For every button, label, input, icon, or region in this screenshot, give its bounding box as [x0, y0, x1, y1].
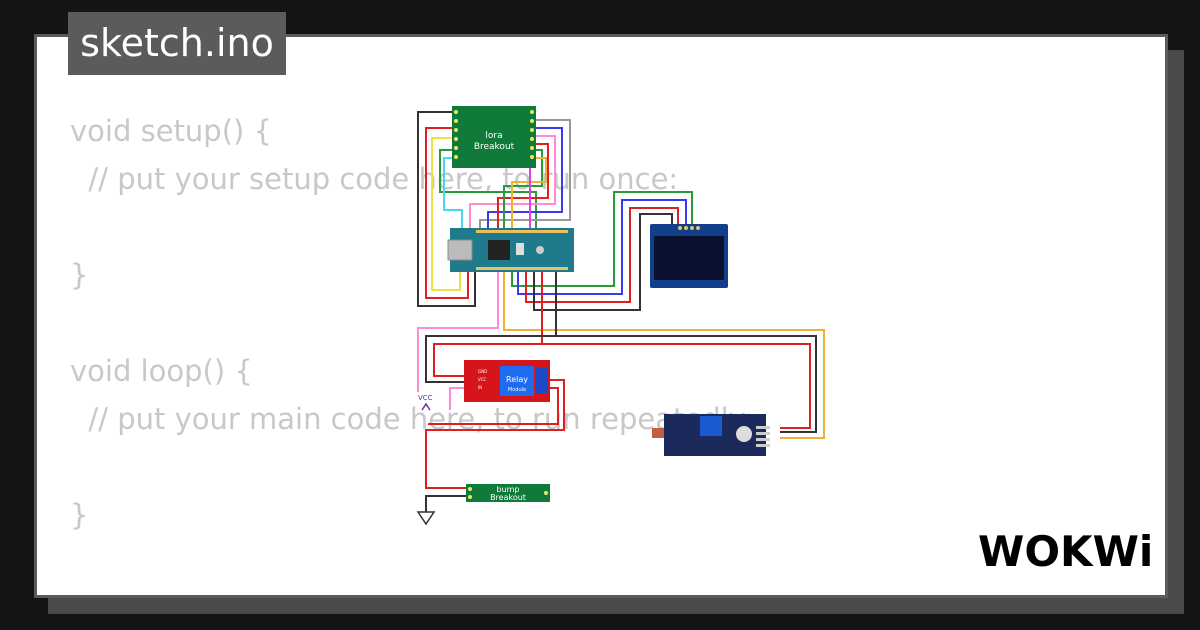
ground-symbol	[416, 511, 436, 526]
wire	[433, 343, 542, 377]
relay-label: Relay	[506, 375, 528, 384]
lora-label: lora	[485, 131, 502, 141]
wire	[425, 335, 556, 383]
bump-label: Breakout	[490, 493, 526, 502]
wire	[533, 213, 673, 311]
logo-text: WOKWi	[978, 528, 1150, 576]
wire	[469, 135, 556, 228]
wire	[425, 495, 466, 512]
bump-label: bump	[496, 485, 519, 494]
light-sensor-module[interactable]	[652, 414, 770, 456]
relay-pin-label: VCC	[478, 377, 487, 382]
vcc-label: VCC	[418, 394, 433, 402]
relay-pin-label: GND	[478, 369, 487, 374]
wire	[503, 272, 825, 439]
wire	[497, 143, 549, 228]
wire	[417, 111, 476, 307]
wire	[525, 207, 679, 303]
wire	[431, 137, 461, 291]
relay-label: Module	[508, 387, 526, 393]
wire	[479, 119, 571, 228]
file-tab[interactable]: sketch.ino	[68, 12, 286, 75]
wire	[428, 387, 559, 425]
wokwi-logo: WOKWi	[978, 528, 1150, 576]
vcc-symbol: VCC	[418, 394, 433, 411]
wire	[425, 379, 565, 489]
code-line: void loop() {	[70, 354, 253, 388]
wire	[443, 157, 463, 228]
wire	[555, 272, 817, 433]
wire	[449, 387, 464, 410]
wire	[511, 191, 693, 287]
lora-breakout[interactable]: lora Breakout	[452, 106, 536, 168]
oled-display[interactable]	[650, 224, 728, 288]
wire	[417, 272, 499, 392]
lora-label: Breakout	[474, 142, 515, 152]
code-line: }	[70, 498, 89, 532]
relay-module[interactable]: Relay Module GND VCC IN	[464, 360, 550, 402]
wire	[541, 272, 811, 429]
wire	[517, 199, 687, 295]
wire	[503, 149, 543, 228]
bump-breakout[interactable]: bump Breakout	[466, 484, 550, 502]
arduino-nano[interactable]	[447, 228, 574, 272]
wire	[425, 127, 469, 299]
wire	[511, 157, 547, 228]
code-line: void setup() {	[70, 114, 272, 148]
wire	[487, 127, 563, 228]
relay-pin-label: IN	[478, 385, 482, 390]
code-line: }	[70, 258, 89, 292]
code-line: // put your setup code here, to run once…	[70, 162, 679, 196]
